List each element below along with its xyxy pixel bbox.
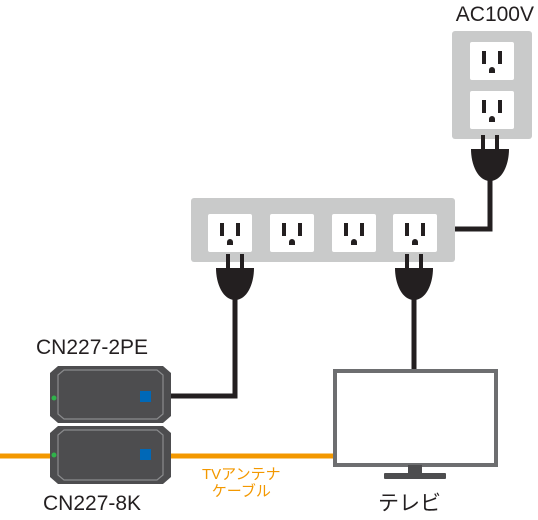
tv-label: テレビ [378,492,441,515]
wall-outlet-label: AC100V [455,3,534,26]
tv [333,369,498,479]
device-top-label: CN227-2PE [36,336,149,359]
antenna-cable-label: TVアンテナ ケーブル [202,466,281,501]
device-cn227-8k [50,426,171,484]
wall-plug-icon [471,135,509,181]
power-cord-strip-to-wall [455,180,493,232]
device-cn227-2pe [50,366,171,423]
wall-outlet [452,31,532,139]
power-strip [191,198,455,262]
antenna-cable-label-line2: ケーブル [211,483,271,501]
antenna-cable-label-line1: TVアンテナ [202,466,281,483]
device-bottom-label: CN227-8K [43,492,142,515]
power-cord-device [171,297,238,399]
